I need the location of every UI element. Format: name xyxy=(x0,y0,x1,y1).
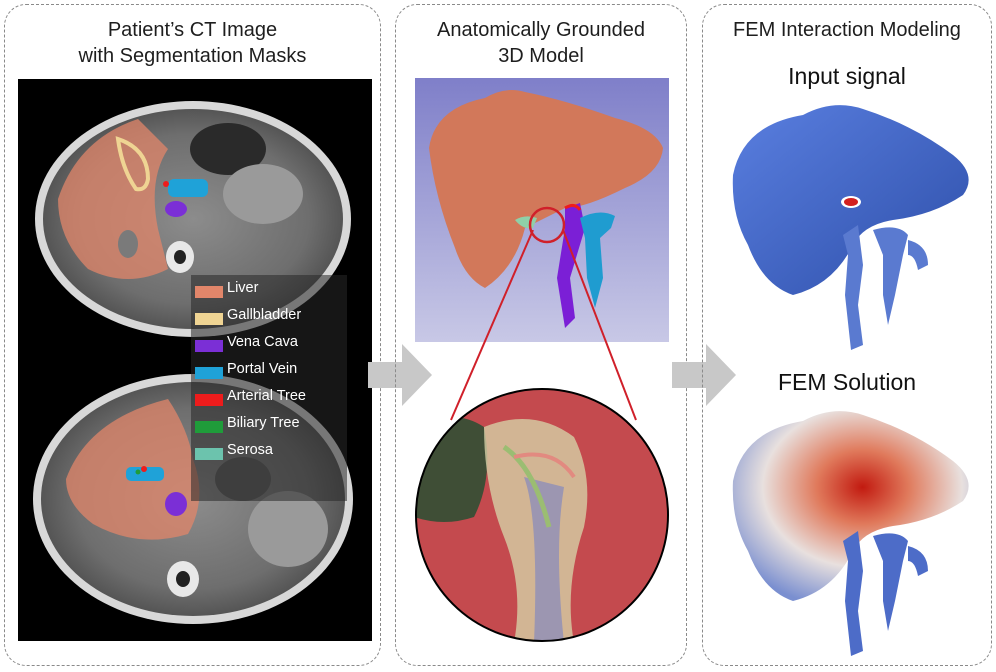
legend-item: Arterial Tree xyxy=(191,386,347,410)
legend-label: Biliary Tree xyxy=(227,415,300,431)
model-panel: Anatomically Grounded 3D Model xyxy=(395,4,687,666)
legend-label: Liver xyxy=(227,280,259,296)
zoom-connector-lines xyxy=(450,230,637,421)
legend-swatch xyxy=(195,313,223,325)
ct-panel-title: Patient’s CT Image with Segmentation Mas… xyxy=(5,17,380,69)
fem-solution-label: FEM Solution xyxy=(777,369,917,395)
liver-mesh xyxy=(429,90,663,288)
legend-label: Vena Cava xyxy=(227,334,298,350)
portal-vein-mesh xyxy=(580,212,615,308)
legend-swatch xyxy=(195,421,223,433)
ct-title-line1: Patient’s CT Image xyxy=(107,19,278,41)
legend-swatch xyxy=(195,367,223,379)
fem-panel: FEM Interaction Modeling Input signal FE… xyxy=(702,4,992,666)
legend-swatch xyxy=(195,394,223,406)
model-panel-title: Anatomically Grounded 3D Model xyxy=(396,17,686,69)
segmentation-legend: Liver Gallbladder Vena Cava Portal Vein … xyxy=(191,275,347,501)
fem-panel-title: FEM Interaction Modeling xyxy=(733,19,961,41)
legend-label: Serosa xyxy=(227,442,273,458)
input-signal-label: Input signal xyxy=(788,63,906,89)
arrow-right-icon xyxy=(672,344,736,406)
legend-item: Portal Vein xyxy=(191,359,347,383)
arrow-right-icon xyxy=(368,344,432,406)
ct-liver-mask xyxy=(58,119,168,279)
legend-swatch xyxy=(195,286,223,298)
legend-item: Biliary Tree xyxy=(191,413,347,437)
legend-item: Serosa xyxy=(191,440,347,464)
ct-title-line2: with Segmentation Masks xyxy=(78,45,307,67)
zoomed-anatomy-view xyxy=(415,388,669,642)
legend-item: Vena Cava xyxy=(191,332,347,356)
legend-item: Gallbladder xyxy=(191,305,347,329)
legend-swatch xyxy=(195,448,223,460)
ct-panel: Patient’s CT Image with Segmentation Mas… xyxy=(4,4,381,666)
fem-input-signal-model xyxy=(732,105,969,350)
fem-solution-model xyxy=(732,411,969,656)
legend-item: Liver xyxy=(191,278,347,302)
legend-label: Portal Vein xyxy=(227,361,298,377)
legend-swatch xyxy=(195,340,223,352)
zoom-region-ring xyxy=(528,206,566,244)
legend-label: Arterial Tree xyxy=(227,388,306,404)
liver-3d-model xyxy=(415,78,669,342)
model-title-line1: Anatomically Grounded xyxy=(437,19,645,41)
model-title-line2: 3D Model xyxy=(498,45,584,67)
legend-label: Gallbladder xyxy=(227,307,302,323)
